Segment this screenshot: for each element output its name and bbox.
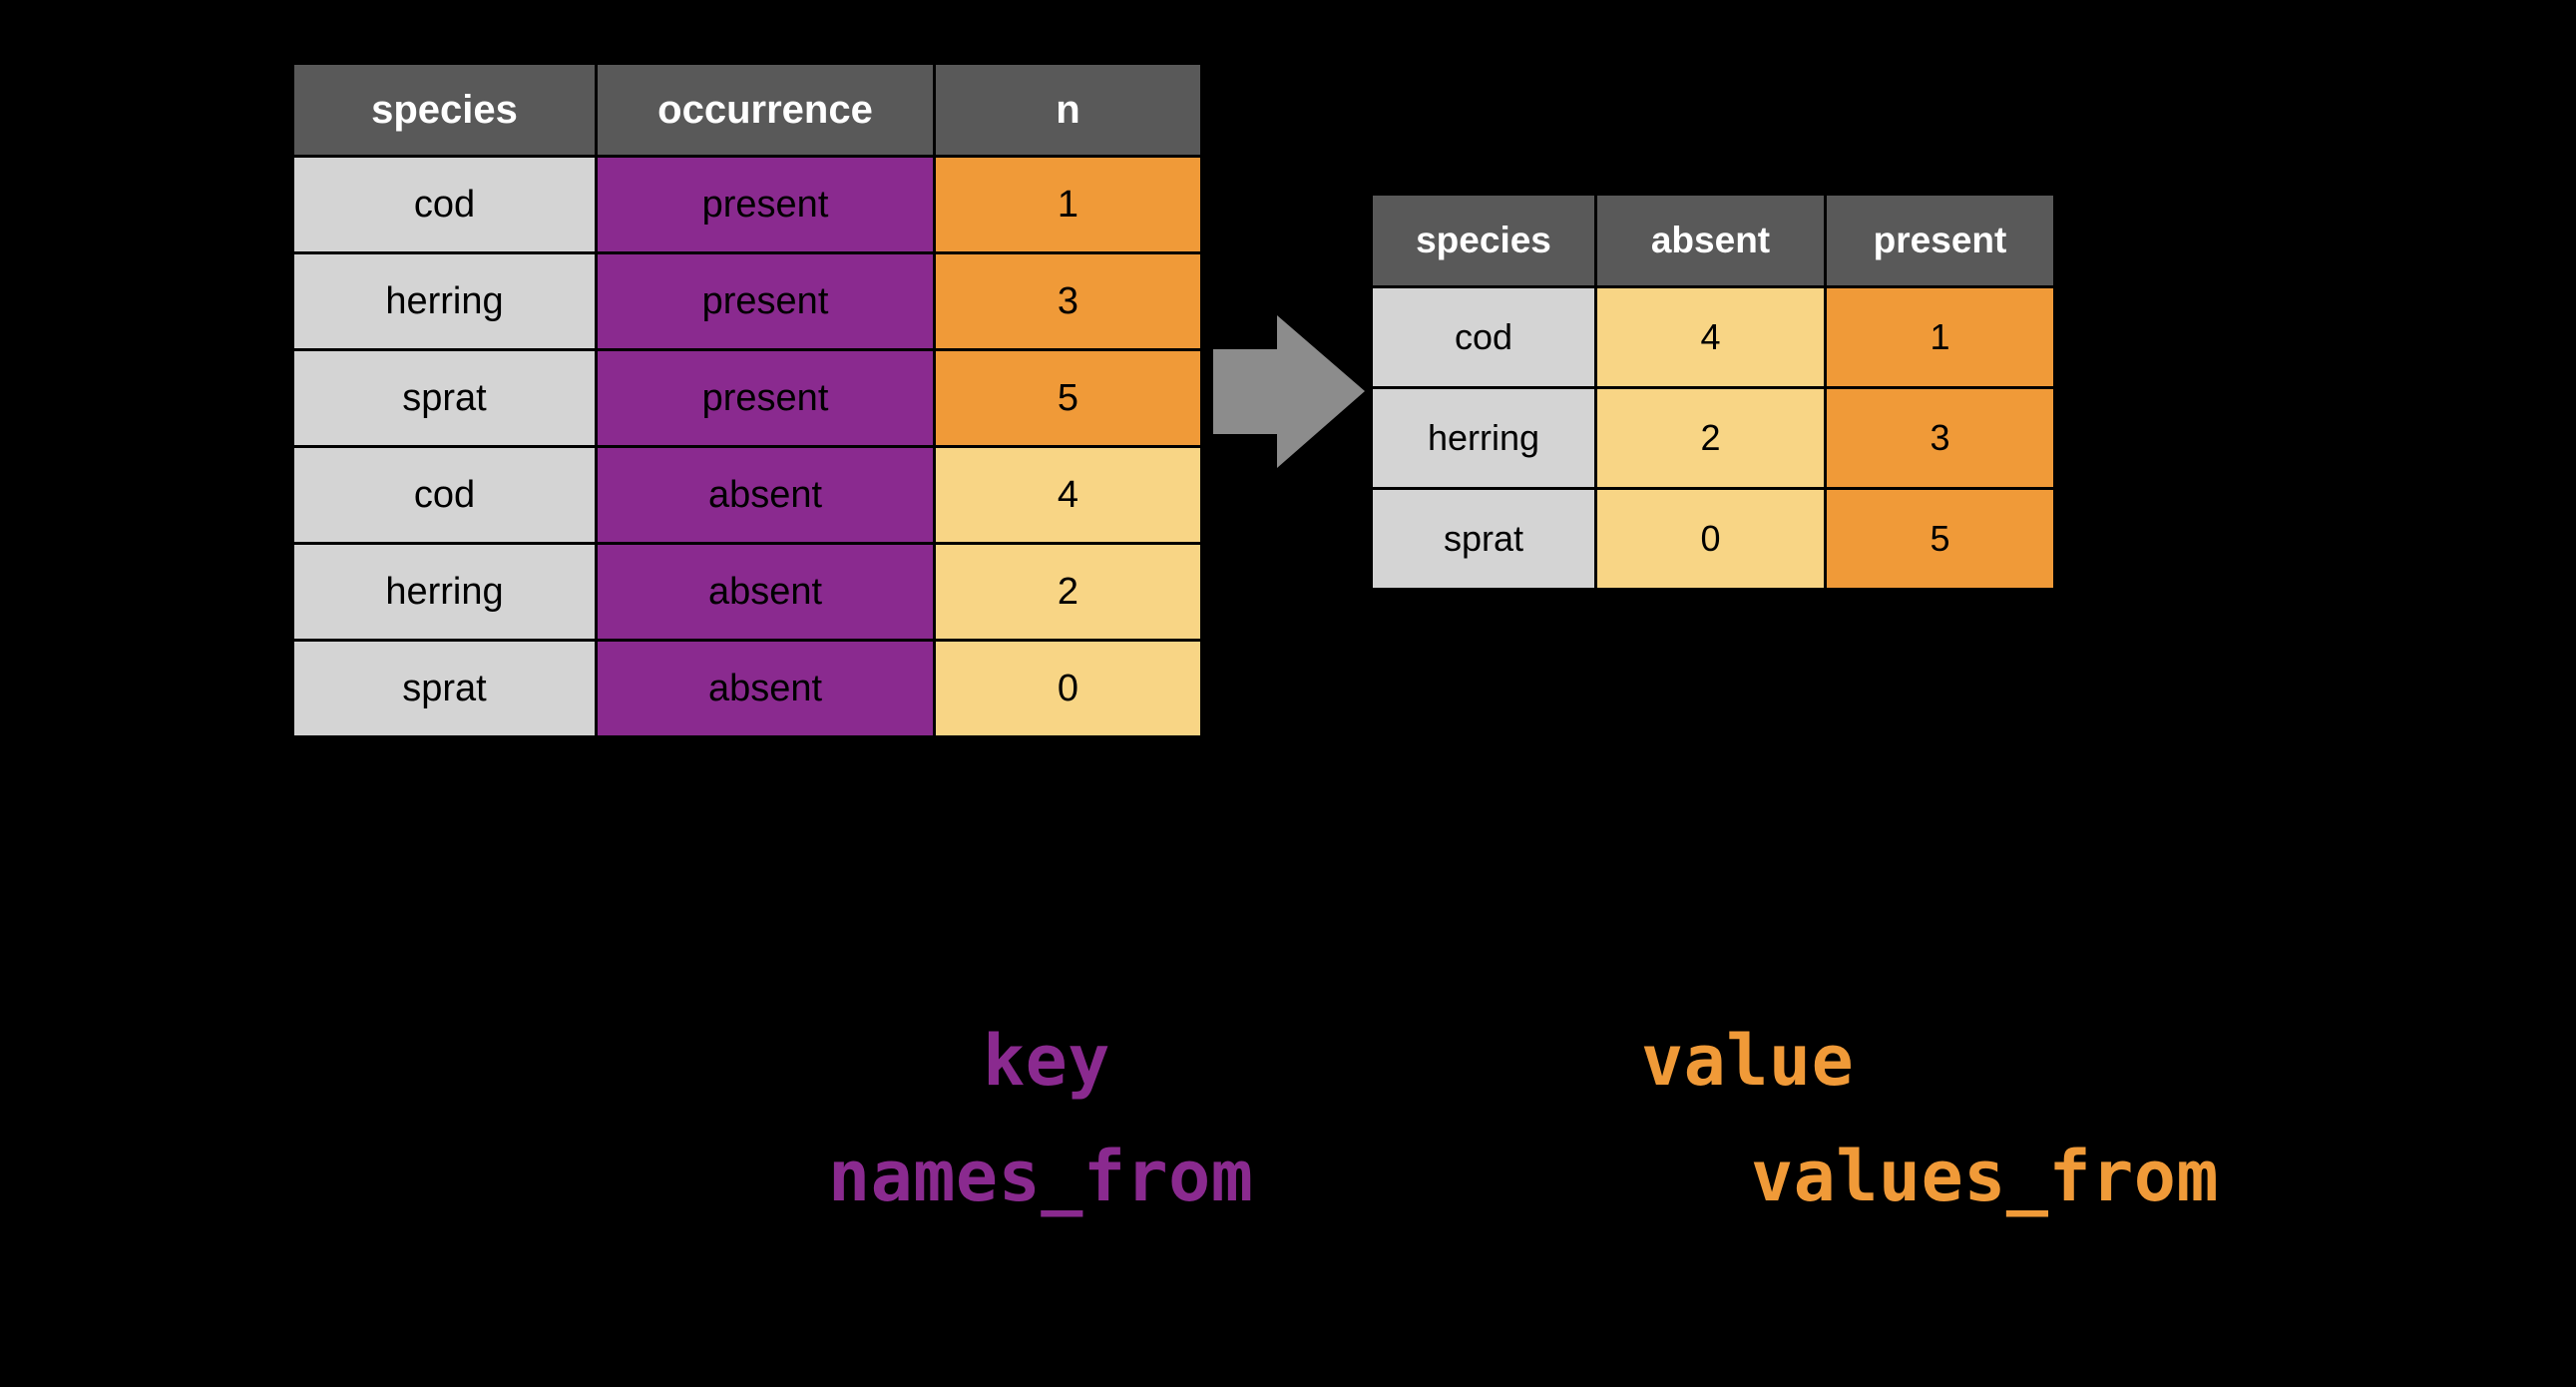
cell-present: 5 [1824, 487, 2056, 591]
cell-present: 3 [1824, 386, 2056, 490]
cell-n: 5 [933, 348, 1203, 448]
cell-n: 2 [933, 542, 1203, 642]
cell-n: 3 [933, 251, 1203, 351]
column-header-species: species [1370, 193, 1597, 288]
cell-species: cod [1370, 285, 1597, 389]
table-row: herring present 3 [291, 251, 1203, 351]
cell-species: sprat [1370, 487, 1597, 591]
cell-absent: 2 [1594, 386, 1827, 490]
cell-occurrence: present [595, 348, 936, 448]
cell-occurrence: present [595, 251, 936, 351]
column-header-absent: absent [1594, 193, 1827, 288]
cell-n: 4 [933, 445, 1203, 545]
column-header-present: present [1824, 193, 2056, 288]
table-header-row: species occurrence n [291, 62, 1203, 158]
table-row: cod 4 1 [1370, 285, 2056, 389]
annotation-value: value [1641, 1020, 1855, 1102]
cell-absent: 0 [1594, 487, 1827, 591]
cell-absent: 4 [1594, 285, 1827, 389]
cell-species: herring [291, 251, 598, 351]
cell-occurrence: absent [595, 639, 936, 738]
cell-species: cod [291, 155, 598, 254]
wide-format-table: species absent present cod 4 1 herring 2… [1370, 193, 2056, 591]
annotation-values-from: values_from [1751, 1136, 2220, 1217]
long-format-table: species occurrence n cod present 1 herri… [291, 62, 1203, 738]
annotation-names-from: names_from [828, 1136, 1254, 1217]
cell-n: 1 [933, 155, 1203, 254]
table-row: sprat absent 0 [291, 639, 1203, 738]
table-row: cod present 1 [291, 155, 1203, 254]
table-row: herring 2 3 [1370, 386, 2056, 490]
annotation-key: key [983, 1020, 1110, 1102]
cell-present: 1 [1824, 285, 2056, 389]
cell-species: sprat [291, 348, 598, 448]
cell-occurrence: absent [595, 445, 936, 545]
column-header-occurrence: occurrence [595, 62, 936, 158]
cell-species: cod [291, 445, 598, 545]
cell-n: 0 [933, 639, 1203, 738]
cell-species: herring [291, 542, 598, 642]
cell-species: herring [1370, 386, 1597, 490]
table-row: sprat 0 5 [1370, 487, 2056, 591]
table-row: cod absent 4 [291, 445, 1203, 545]
table-row: sprat present 5 [291, 348, 1203, 448]
column-header-n: n [933, 62, 1203, 158]
cell-species: sprat [291, 639, 598, 738]
right-arrow-icon [1209, 309, 1369, 474]
table-row: herring absent 2 [291, 542, 1203, 642]
column-header-species: species [291, 62, 598, 158]
cell-occurrence: absent [595, 542, 936, 642]
cell-occurrence: present [595, 155, 936, 254]
table-header-row: species absent present [1370, 193, 2056, 288]
